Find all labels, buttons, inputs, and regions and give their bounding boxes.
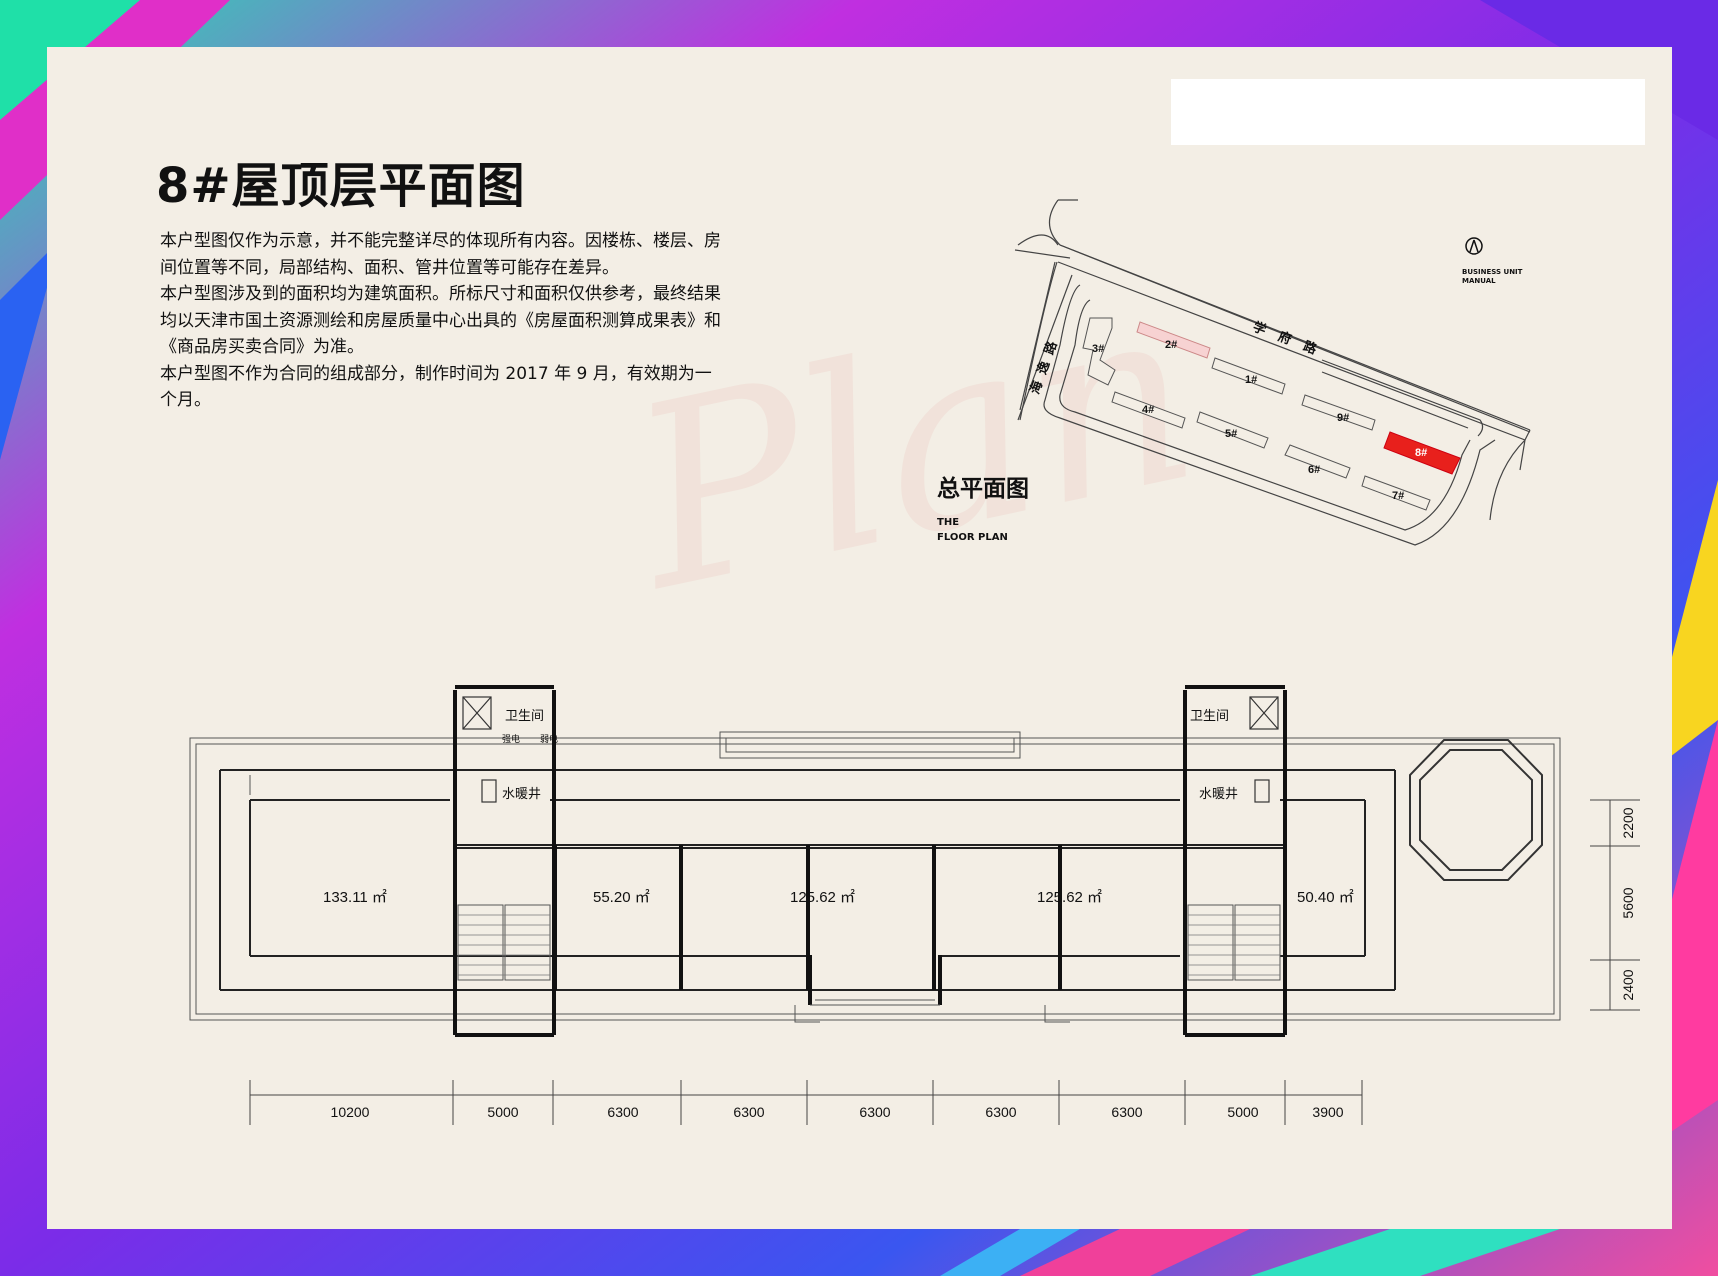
content-card	[47, 47, 1672, 1229]
note-line: 本户型图涉及到的面积均为建筑面积。所标尺寸和面积仅供参考，最终结果	[160, 284, 721, 304]
building-label-3: 3#	[1092, 343, 1104, 355]
room-label-hvac-shaft: 水暖井	[502, 786, 541, 801]
area-label: 125.62 ㎡	[790, 889, 855, 906]
building-label-5: 5#	[1225, 428, 1237, 440]
north-arrow-icon	[1465, 237, 1483, 255]
dimension-label: 6300	[607, 1104, 638, 1120]
note-line: 个月。	[160, 390, 211, 410]
page-title: 8#屋顶层平面图	[156, 158, 526, 214]
dimension-label: 2200	[1620, 807, 1636, 838]
site-plan-subtitle: THE FLOOR PLAN	[937, 517, 1008, 543]
room-label-weak-current: 弱电	[540, 733, 558, 744]
building-label-9: 9#	[1337, 412, 1349, 424]
disclaimer-notes: 本户型图仅作为示意，并不能完整详尽的体现所有内容。因楼栋、楼层、房 间位置等不同…	[160, 228, 820, 414]
note-line: 本户型图仅作为示意，并不能完整详尽的体现所有内容。因楼栋、楼层、房	[160, 231, 721, 251]
building-label-2: 2#	[1165, 339, 1177, 351]
dimension-label: 10200	[331, 1104, 370, 1120]
note-line: 均以天津市国土资源测绘和房屋质量中心出具的《房屋面积测算成果表》和	[160, 310, 721, 331]
north-label: BUSINESS UNIT MANUAL	[1462, 268, 1523, 285]
area-label: 133.11 ㎡	[323, 889, 387, 906]
site-plan-title: 总平面图	[937, 476, 1029, 502]
room-label-hvac-shaft: 水暖井	[1199, 786, 1238, 801]
logo-placeholder	[1171, 79, 1645, 145]
note-line: 间位置等不同，局部结构、面积、管井位置等可能存在差异。	[160, 257, 619, 278]
room-label-bathroom: 卫生间	[1190, 708, 1229, 723]
dimension-label: 5000	[1227, 1104, 1258, 1120]
area-label: 50.40 ㎡	[1297, 889, 1354, 906]
dimension-label: 6300	[985, 1104, 1016, 1120]
dimension-label: 5600	[1620, 887, 1636, 918]
building-label-1: 1#	[1245, 374, 1257, 386]
room-label-bathroom: 卫生间	[505, 708, 544, 723]
dimension-label: 6300	[1111, 1104, 1142, 1120]
room-label-strong-current: 强电	[502, 733, 520, 744]
note-line: 《商品房买卖合同》为准。	[160, 337, 364, 357]
dimension-label: 6300	[859, 1104, 890, 1120]
building-label-4: 4#	[1142, 404, 1154, 416]
building-label-6: 6#	[1308, 464, 1320, 476]
area-label: 125.62 ㎡	[1037, 889, 1102, 906]
floor-plan-drawing: 133.11 ㎡ 55.20 ㎡ 125.62 ㎡ 125.62 ㎡ 50.40…	[189, 685, 1640, 1125]
note-line: 本户型图不作为合同的组成部分，制作时间为 2017 年 9 月，有效期为一	[160, 363, 712, 384]
building-label-8-highlight: 8#	[1415, 447, 1427, 459]
building-label-7: 7#	[1392, 490, 1404, 502]
dimension-label: 2400	[1620, 969, 1636, 1000]
area-label: 55.20 ㎡	[593, 889, 650, 906]
dimension-label: 5000	[487, 1104, 518, 1120]
site-plan-map: 3# 2# 1# 4# 5# 9# 6# 7# 8# 学府路 海逸路	[1014, 199, 1531, 546]
dimension-label: 3900	[1312, 1104, 1343, 1120]
dimension-label: 6300	[733, 1104, 764, 1120]
